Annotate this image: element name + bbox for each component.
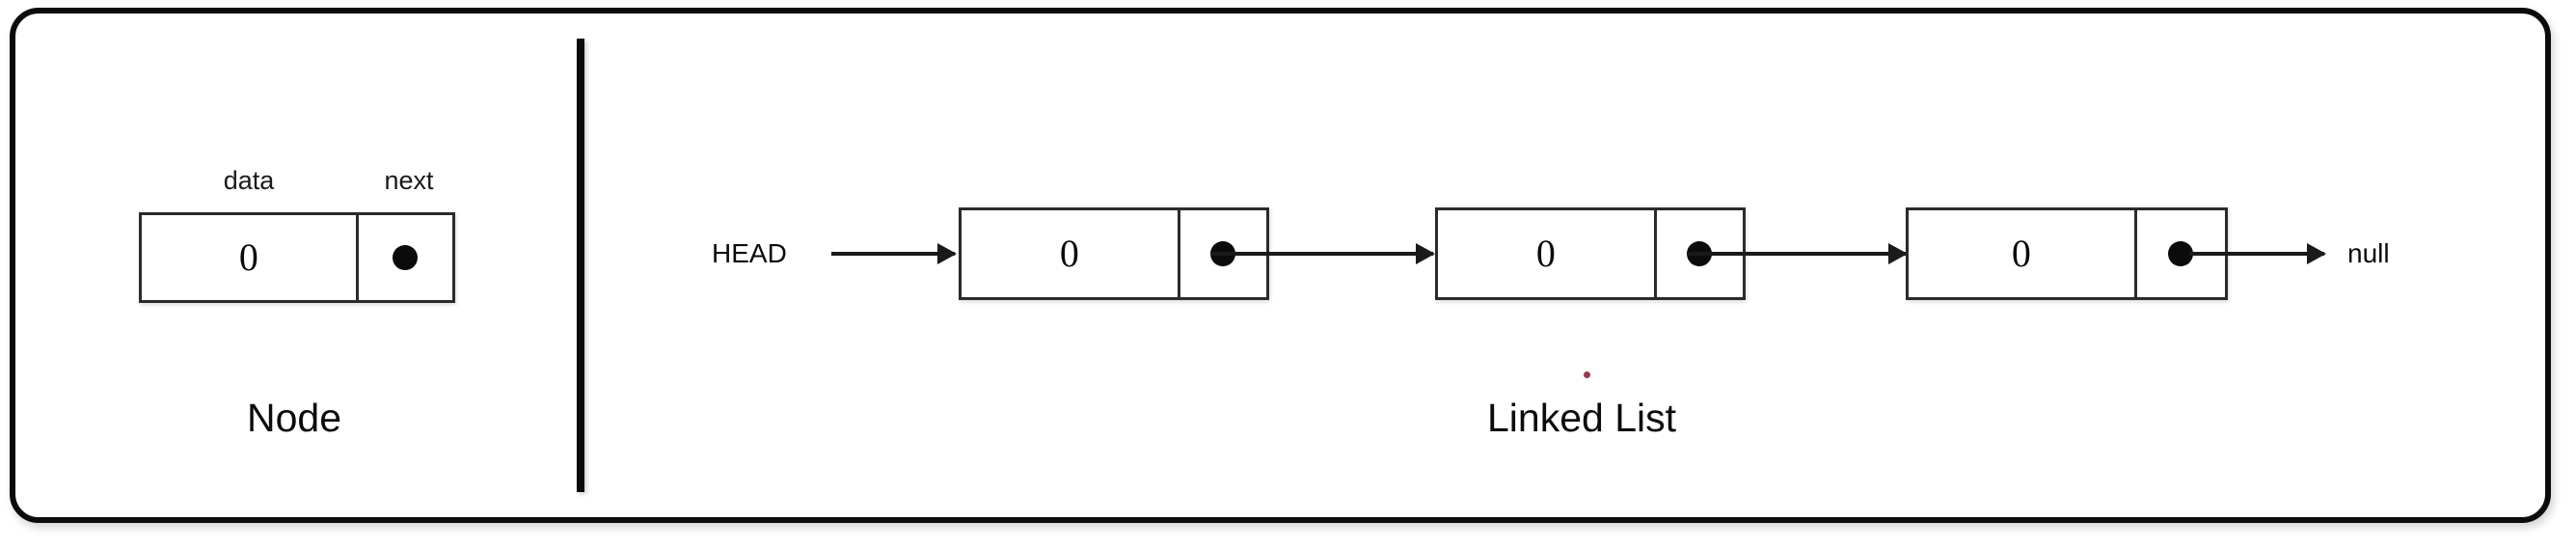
head-label: HEAD [712,238,787,268]
node-cell-next [355,215,452,300]
vertical-divider-icon [577,39,584,492]
red-speck-artifact [1584,371,1590,378]
panel-title-linked-list: Linked List [1486,396,1677,440]
list-node-2-data-value: 0 [1535,232,1556,275]
list-node-3-cell-data: 0 [1909,210,2134,297]
list-node-1-data-value: 0 [1059,232,1079,275]
arrow-right-icon-node1-to-node2 [1211,252,1433,256]
list-node-2-cell-data: 0 [1438,210,1654,297]
arrow-right-icon-node3-to-null [2189,252,2324,256]
list-node-3-data-value: 0 [2011,232,2031,275]
list-node-1-cell-data: 0 [962,210,1178,297]
node-box-standalone[interactable]: 0 [139,212,455,303]
node-cell-data: 0 [142,215,356,300]
field-label-data: data [223,166,275,195]
arrow-right-icon-node2-to-node3 [1688,252,1906,256]
list-node-box-3[interactable]: 0 [1906,207,2228,300]
arrow-right-icon-head-to-node1 [831,252,955,256]
node-data-value: 0 [238,235,258,279]
field-label-next: next [384,166,434,195]
null-terminator-label: null [2347,238,2390,268]
panel-title-node: Node [246,396,342,440]
list-node-3-cell-next [2133,210,2225,297]
pointer-dot-icon [393,245,419,270]
